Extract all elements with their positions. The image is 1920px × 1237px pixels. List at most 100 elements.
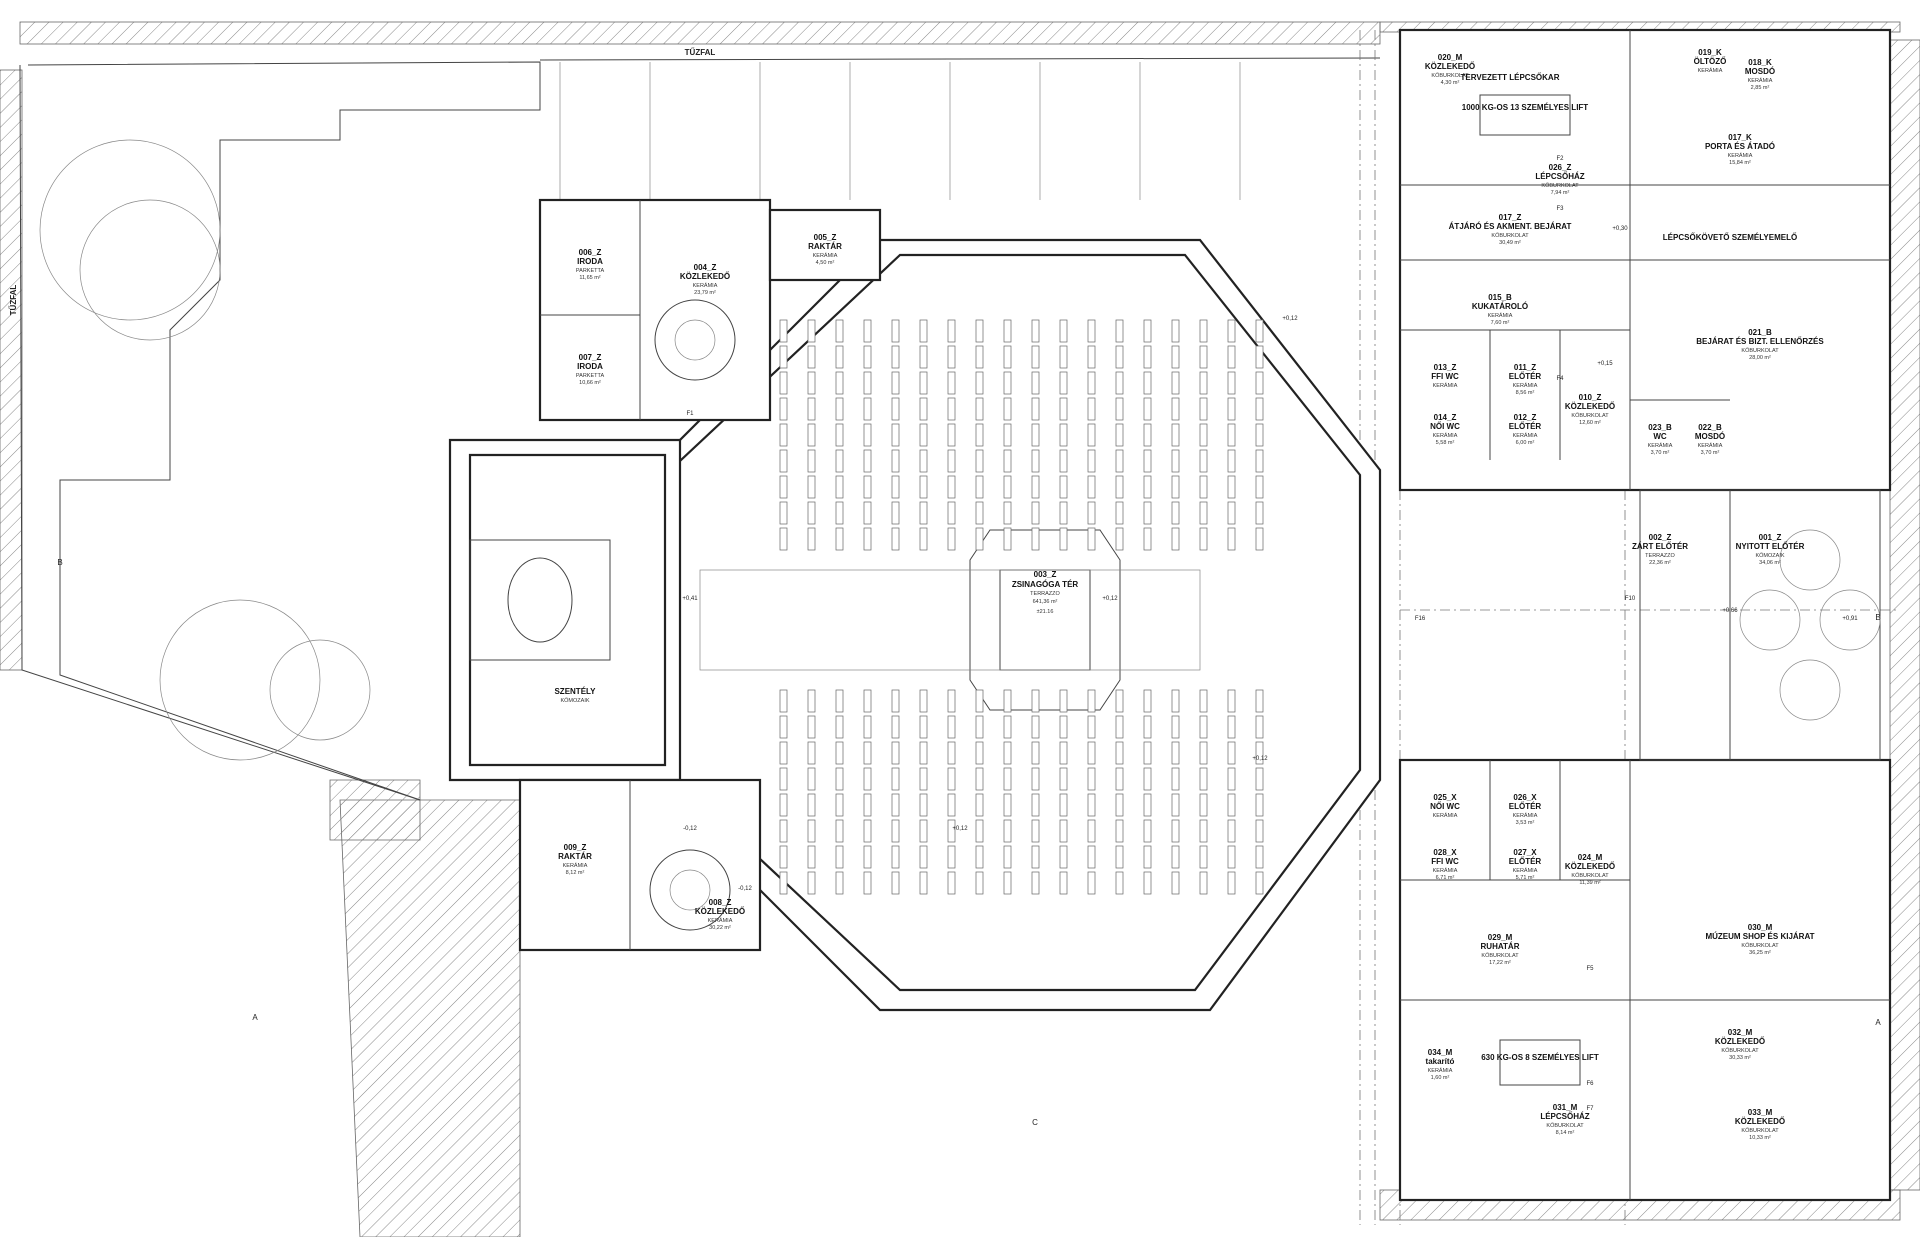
pew [1143, 475, 1152, 499]
pew [1255, 423, 1264, 447]
pew [835, 871, 844, 895]
pew [1227, 819, 1236, 843]
pew [863, 423, 872, 447]
room-area: 6,00 m² [1516, 440, 1535, 446]
level-mark: +0,12 [1282, 316, 1298, 322]
pew [1031, 527, 1040, 551]
pew [1115, 501, 1124, 525]
room-label-right-2: 1000 KG-OS 13 SZEMÉLYES LIFT [1462, 103, 1589, 112]
courtyard [19, 57, 1381, 801]
pew [1255, 845, 1264, 869]
pew [1143, 767, 1152, 791]
pew [1087, 871, 1096, 895]
room-name: ELŐTÉR [1509, 802, 1542, 811]
pew [975, 397, 984, 421]
room-name: MOSDÓ [1745, 67, 1775, 76]
pew [891, 501, 900, 525]
pew [1227, 397, 1236, 421]
section-mark-a-right: A [1875, 1018, 1881, 1027]
pew [891, 741, 900, 765]
room-label-right-29: 630 KG-OS 8 SZEMÉLYES LIFT [1481, 1053, 1599, 1062]
room-name: PORTA ÉS ÁTADÓ [1705, 142, 1775, 151]
pew [975, 741, 984, 765]
room-floor: KERÁMIA [1648, 442, 1673, 449]
hall-area: 641,36 m² [1033, 599, 1058, 605]
pew [1227, 371, 1236, 395]
pew [975, 501, 984, 525]
pew [891, 871, 900, 895]
pew [1227, 871, 1236, 895]
pew [1115, 423, 1124, 447]
pew [975, 767, 984, 791]
pew [835, 527, 844, 551]
pew [1031, 345, 1040, 369]
pew [1199, 345, 1208, 369]
pew [835, 845, 844, 869]
left-rooms [518, 198, 882, 952]
fire-zone-mark: F16 [1415, 616, 1426, 622]
hall-code: 003_Z [1034, 570, 1057, 579]
room-code: 026_X [1513, 793, 1537, 802]
room-floor: KŐMOZAIK [1755, 552, 1784, 559]
pew [947, 689, 956, 713]
pew [807, 845, 816, 869]
room-floor: KŐBURKOLAT [1541, 182, 1579, 189]
level-mark: -0,12 [683, 826, 697, 832]
pew [1199, 767, 1208, 791]
room-code: 031_M [1553, 1103, 1578, 1112]
room-area: 7,60 m² [1491, 320, 1510, 326]
pew [975, 819, 984, 843]
room-floor: KERÁMIA [1513, 432, 1538, 439]
pew [919, 501, 928, 525]
hall-name: ZSINAGÓGA TÉR [1012, 580, 1079, 589]
room-code: 030_M [1748, 923, 1773, 932]
room-code: 005_Z [814, 233, 837, 242]
level-mark: +0,12 [952, 826, 968, 832]
pew [1199, 871, 1208, 895]
room-name: 630 KG-OS 8 SZEMÉLYES LIFT [1481, 1053, 1599, 1062]
pew [1087, 819, 1096, 843]
room-floor: KŐBURKOLAT [1571, 872, 1609, 879]
pew [1143, 845, 1152, 869]
pew [975, 449, 984, 473]
room-code: 017_Z [1499, 213, 1522, 222]
pew [1171, 715, 1180, 739]
room-label-right-7: LÉPCSŐKÖVETŐ SZEMÉLYEMELŐ [1663, 233, 1797, 242]
room-name: WC [1653, 432, 1667, 441]
pew [947, 423, 956, 447]
pew [863, 475, 872, 499]
room-area: 15,84 m² [1729, 160, 1751, 166]
room-area: 3,70 m² [1651, 450, 1670, 456]
pew [947, 871, 956, 895]
level-mark: +0,41 [682, 596, 698, 602]
room-name: ELŐTÉR [1509, 857, 1542, 866]
pew [1031, 371, 1040, 395]
room-name: ELŐTÉR [1509, 422, 1542, 431]
pew [863, 319, 872, 343]
pew [1003, 689, 1012, 713]
pew [1255, 345, 1264, 369]
pew [863, 845, 872, 869]
room-label-right-1: TERVEZETT LÉPCSŐKAR [1461, 73, 1560, 82]
pew [1115, 793, 1124, 817]
pew [1087, 715, 1096, 739]
pew [779, 371, 788, 395]
pew [1199, 819, 1208, 843]
pew [1115, 319, 1124, 343]
pew [1031, 715, 1040, 739]
room-area: 5,71 m² [1516, 875, 1535, 881]
room-floor: KŐBURKOLAT [1481, 952, 1519, 959]
pew [1143, 345, 1152, 369]
pew [1087, 501, 1096, 525]
room-code: 034_M [1428, 1048, 1453, 1057]
pew [1199, 397, 1208, 421]
pew [947, 397, 956, 421]
pew [835, 319, 844, 343]
pew [919, 715, 928, 739]
